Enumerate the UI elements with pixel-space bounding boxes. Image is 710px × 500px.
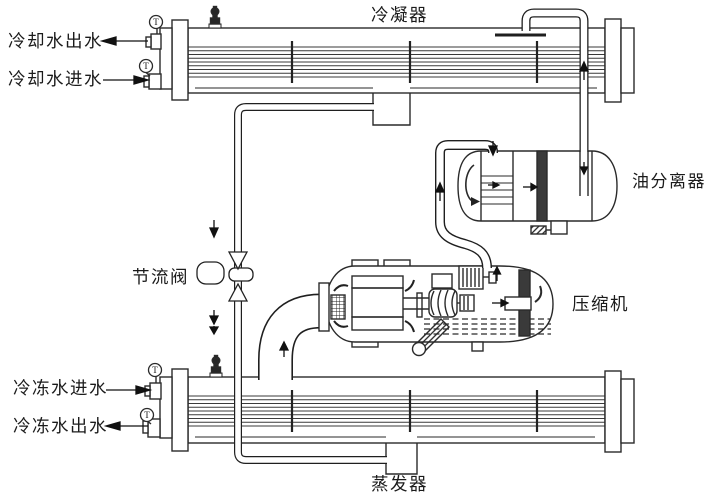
temperature-gauge bbox=[148, 14, 164, 30]
separator-filter-stack bbox=[481, 175, 513, 205]
chilled-water-in-arrow bbox=[135, 385, 153, 395]
condenser-outlet-box bbox=[372, 93, 411, 126]
temperature-gauge-label: T bbox=[152, 365, 158, 375]
evaporator-baffles bbox=[290, 390, 539, 432]
slide-valve-assembly bbox=[457, 265, 497, 312]
label-condenser: 冷凝器 bbox=[371, 5, 428, 25]
label-cooling-water-out: 冷却水出水 bbox=[8, 31, 103, 51]
suction-flange bbox=[318, 282, 330, 332]
suction-pipe bbox=[258, 293, 322, 380]
screw-rotor bbox=[428, 288, 458, 318]
motor-flow-arrows bbox=[333, 279, 415, 333]
label-cooling-water-in: 冷却水进水 bbox=[8, 69, 103, 89]
temperature-gauge-label: T bbox=[153, 17, 159, 27]
temperature-gauge bbox=[138, 58, 154, 74]
throttle-valve-handle bbox=[196, 261, 225, 285]
compressor bbox=[318, 259, 554, 357]
flow-arrows bbox=[99, 36, 590, 431]
oil-strainer bbox=[411, 318, 450, 357]
temperature-gauge bbox=[139, 407, 155, 423]
evaporator bbox=[139, 354, 635, 475]
motor-inlet-screen bbox=[330, 294, 346, 320]
cooling-water-out-arrow bbox=[99, 36, 117, 46]
condenser-purge-valve-icon bbox=[208, 5, 222, 29]
evaporator-purge-valve-icon bbox=[209, 354, 223, 378]
label-evaporator: 蒸发器 bbox=[371, 474, 428, 494]
condenser-tube-bundle bbox=[188, 46, 605, 78]
temperature-gauge-label: T bbox=[143, 61, 149, 71]
label-throttle-valve: 节流阀 bbox=[132, 267, 189, 287]
oil-separator bbox=[457, 150, 618, 235]
label-chilled-water-in: 冷冻水进水 bbox=[13, 378, 108, 398]
condenser bbox=[138, 5, 635, 126]
condenser-baffles bbox=[290, 41, 539, 83]
evaporator-tube-bundle bbox=[188, 395, 605, 427]
throttle-valve bbox=[196, 251, 254, 302]
hot-gas-riser-pipe bbox=[495, 8, 589, 152]
temperature-gauge bbox=[147, 362, 163, 378]
label-oil-separator: 油分离器 bbox=[632, 172, 706, 191]
separator-drain-fitting bbox=[530, 220, 568, 235]
temperature-gauge-label: T bbox=[144, 410, 150, 420]
condenser-water-connections bbox=[138, 14, 164, 90]
label-chilled-water-out: 冷冻水出水 bbox=[13, 416, 108, 436]
chilled-water-out-arrow bbox=[103, 421, 121, 431]
cooling-water-in-arrow bbox=[133, 75, 151, 85]
evaporator-inlet-box bbox=[385, 443, 418, 475]
label-compressor: 压缩机 bbox=[572, 294, 629, 314]
separator-filter-band bbox=[536, 150, 548, 222]
evaporator-water-connections bbox=[139, 362, 163, 438]
